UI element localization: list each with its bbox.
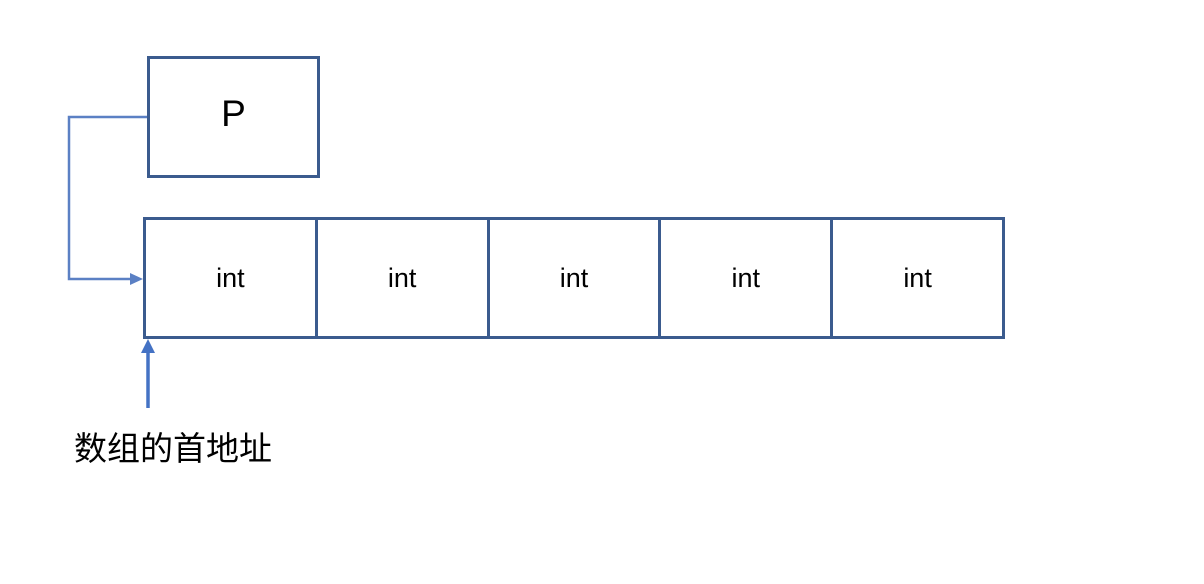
base-address-arrowhead	[141, 339, 155, 353]
pointer-to-array-connector-arrowhead	[130, 273, 143, 285]
pointer-variable-box: P	[147, 56, 320, 178]
array-cell: int	[490, 220, 662, 336]
array-base-address-caption: 数组的首地址	[74, 432, 272, 468]
array-cell-label: int	[731, 262, 761, 293]
array-cell: int	[146, 220, 318, 336]
array-cell-label: int	[559, 262, 589, 293]
pointer-to-array-connector-line	[67, 115, 147, 281]
array-cell: int	[833, 220, 1002, 336]
array-row: int int int int int	[143, 217, 1005, 339]
pointer-variable-label: P	[221, 92, 246, 134]
array-cell: int	[318, 220, 490, 336]
array-cell: int	[661, 220, 834, 336]
array-cell-label: int	[387, 262, 417, 293]
array-cell-label: int	[903, 262, 932, 293]
array-cell-label: int	[216, 262, 245, 293]
